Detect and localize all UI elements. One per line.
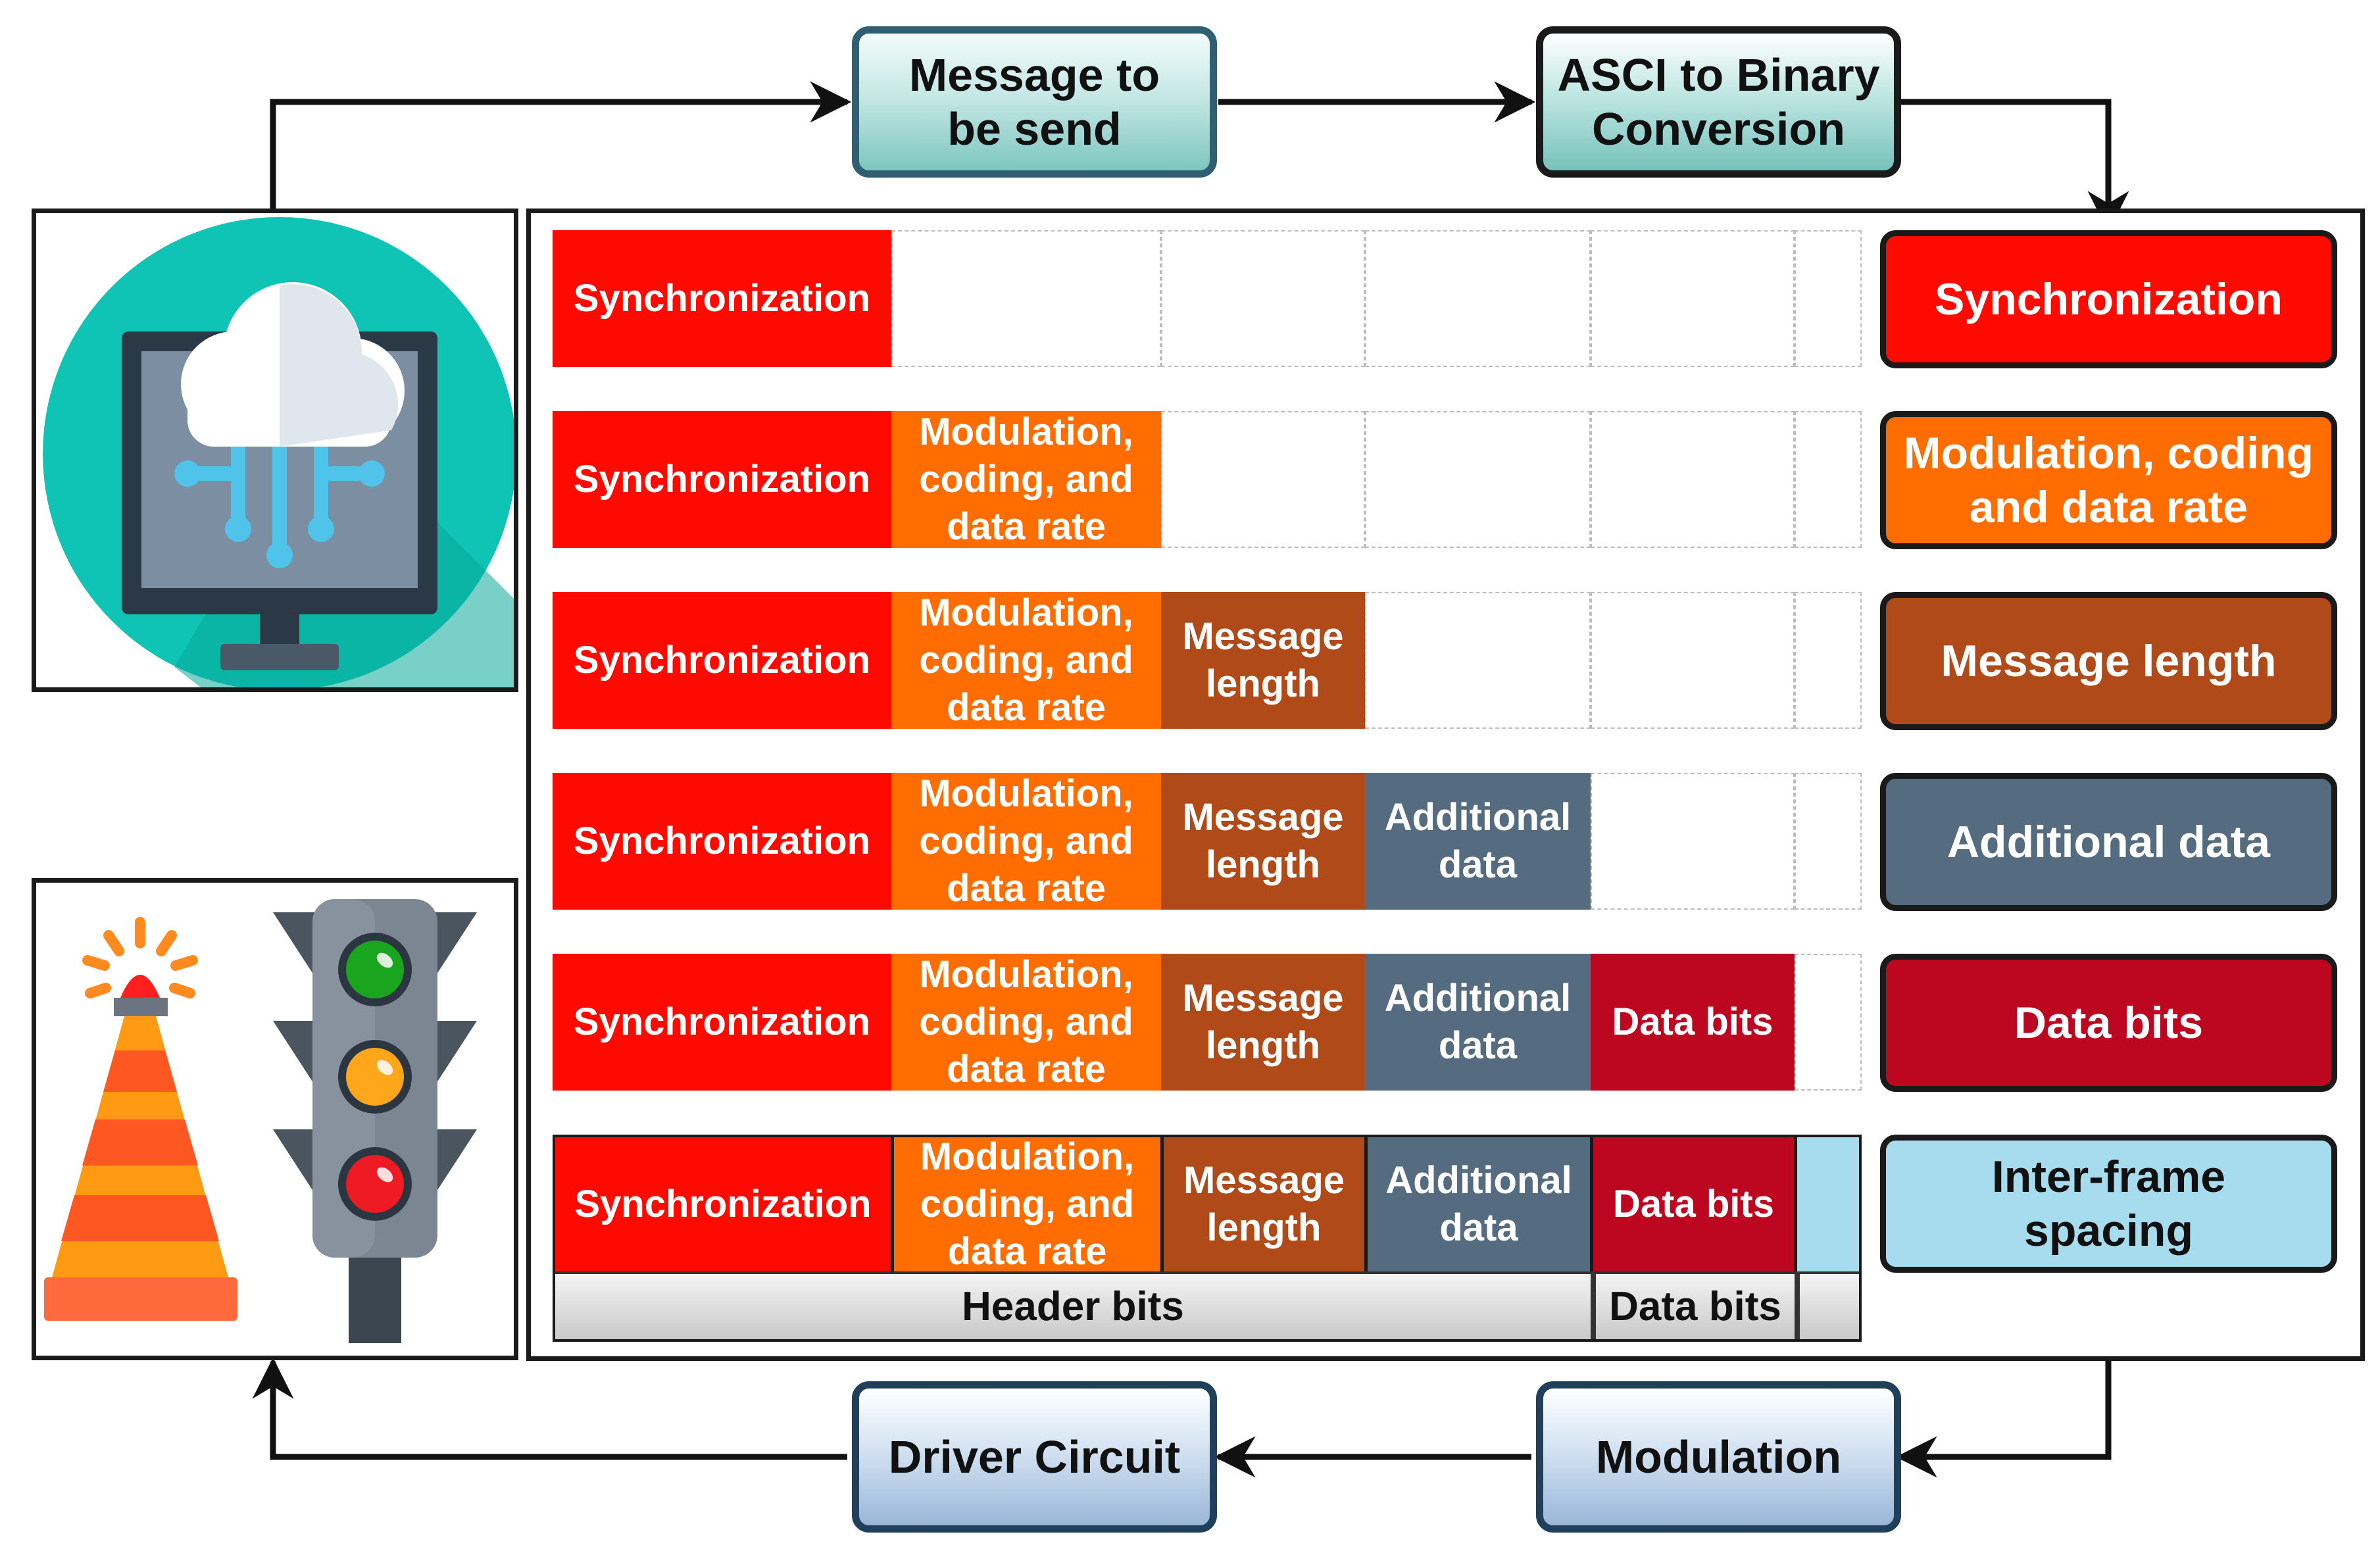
modulation-label: Modulation: [1595, 1431, 1842, 1483]
frame-row-4: Synchronization Modulation, coding, and …: [553, 772, 1862, 911]
row2-empty-data: [1591, 411, 1795, 548]
header-bits-bar: Header bits: [555, 1271, 1593, 1339]
row6-data-bits: Data bits: [1593, 1137, 1797, 1271]
stage-data-bits-label: Data bits: [2014, 998, 2204, 1048]
stage-modulation-label: Modulation, coding and data rate: [1903, 428, 2314, 532]
stage-inter-frame-label: Inter-frame spacing: [1991, 1152, 2226, 1256]
frame-row-1: Synchronization: [553, 230, 1862, 368]
message-to-send-box: Message to be send: [852, 26, 1217, 178]
frame-row-5: Synchronization Modulation, coding, and …: [553, 953, 1862, 1092]
frame-rows: Synchronization Synchronization Modulati…: [553, 230, 1868, 1348]
row3-empty-additional: [1365, 592, 1591, 729]
driver-circuit-label: Driver Circuit: [888, 1431, 1181, 1483]
row6-inter-frame-spacing: [1797, 1137, 1859, 1271]
row3-modulation: Modulation, coding, and data rate: [891, 591, 1161, 729]
traffic-cone-icon: [44, 917, 237, 1321]
row1-synchronization: Synchronization: [553, 230, 891, 367]
row6-additional-data: Additional data: [1368, 1137, 1593, 1271]
ascii-to-binary-label: ASCI to Binary Conversion: [1557, 49, 1880, 155]
frame-row-2: Synchronization Modulation, coding, and …: [553, 410, 1862, 549]
stage-additional-data: Additional data: [1880, 773, 2337, 911]
traffic-light-icon: [273, 899, 477, 1343]
arrow-icon-to-message: [270, 81, 852, 209]
row4-synchronization: Synchronization: [553, 773, 891, 910]
row3-synchronization: Synchronization: [553, 592, 891, 729]
spacing-bits-bar: [1797, 1271, 1859, 1339]
stage-synchronization-label: Synchronization: [1935, 274, 2283, 324]
row4-message-length: Message length: [1161, 773, 1365, 910]
arrow-driver-to-icon: [252, 1357, 847, 1460]
stage-message-length: Message length: [1880, 592, 2337, 730]
stage-data-bits: Data bits: [1880, 954, 2337, 1092]
arrow-ascii-to-sync: [1900, 99, 2129, 233]
message-to-send-label: Message to be send: [908, 49, 1160, 155]
frame-row-3: Synchronization Modulation, coding, and …: [553, 591, 1862, 730]
row3-message-length: Message length: [1161, 592, 1365, 729]
stage-modulation: Modulation, coding and data rate: [1880, 411, 2337, 549]
ascii-to-binary-box: ASCI to Binary Conversion: [1536, 26, 1901, 178]
row2-empty-additional: [1365, 411, 1591, 548]
data-bits-label: Data bits: [1609, 1284, 1781, 1329]
header-bits-label: Header bits: [962, 1284, 1184, 1329]
row6-modulation: Modulation, coding, and data rate: [894, 1135, 1164, 1273]
row2-empty-length: [1161, 411, 1365, 548]
row1-empty-modulation: [891, 230, 1161, 367]
data-bits-bar: Data bits: [1593, 1271, 1797, 1339]
row4-empty-spacing: [1795, 773, 1862, 910]
row5-message-length: Message length: [1161, 954, 1365, 1091]
stage-synchronization: Synchronization: [1880, 230, 2337, 368]
row1-empty-data: [1591, 230, 1795, 367]
row4-additional-data: Additional data: [1365, 773, 1591, 910]
row5-additional-data: Additional data: [1365, 954, 1591, 1091]
stage-additional-data-label: Additional data: [1946, 817, 2271, 867]
row4-empty-data: [1591, 773, 1795, 910]
traffic-devices-panel: [32, 878, 518, 1360]
frame-row-6: Synchronization Modulation, coding, and …: [553, 1135, 1862, 1342]
row3-empty-spacing: [1795, 592, 1862, 729]
row5-data-bits: Data bits: [1591, 954, 1795, 1091]
row1-empty-spacing: [1795, 230, 1862, 367]
row5-synchronization: Synchronization: [553, 954, 891, 1091]
row6-message-length: Message length: [1164, 1137, 1368, 1271]
row2-modulation: Modulation, coding, and data rate: [891, 410, 1161, 548]
stage-message-length-label: Message length: [1941, 636, 2277, 686]
stage-inter-frame-spacing: Inter-frame spacing: [1880, 1135, 2337, 1273]
row3-empty-data: [1591, 592, 1795, 729]
row6-synchronization: Synchronization: [555, 1137, 894, 1271]
row5-empty-spacing: [1795, 954, 1862, 1091]
row1-empty-length: [1161, 230, 1365, 367]
row2-synchronization: Synchronization: [553, 411, 891, 548]
driver-circuit-box: Driver Circuit: [852, 1381, 1217, 1533]
row5-modulation: Modulation, coding, and data rate: [891, 953, 1161, 1091]
row1-empty-additional: [1365, 230, 1591, 367]
cloud-computer-panel: [32, 209, 518, 692]
modulation-box: Modulation: [1536, 1381, 1901, 1533]
cloud-computer-icon: [43, 217, 514, 687]
row4-modulation: Modulation, coding, and data rate: [891, 772, 1161, 910]
row2-empty-spacing: [1795, 411, 1862, 548]
